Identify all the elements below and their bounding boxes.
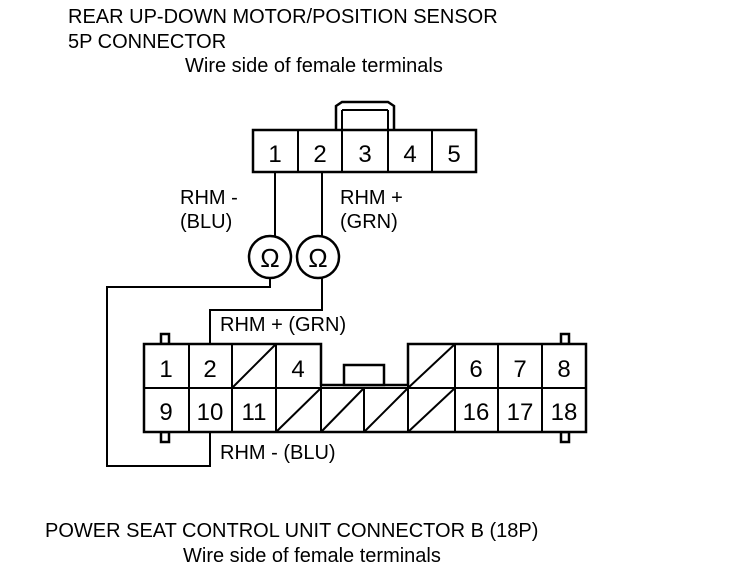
- bottom-pin-16: 16: [463, 399, 490, 426]
- five-pin-connector: 1 2 3 4 5: [251, 100, 478, 174]
- top-pin-3: 3: [358, 141, 371, 168]
- bottom-rhm-plus-label: RHM + (GRN): [220, 314, 346, 336]
- bottom-pin-9: 9: [159, 399, 172, 426]
- ohm-icon-right: Ω: [308, 243, 327, 273]
- bottom-pin-2: 2: [203, 356, 216, 383]
- ohmmeter-right: Ω: [295, 234, 341, 280]
- eighteen-pin-latch: [342, 363, 386, 387]
- rhm-minus-color-label: (BLU): [180, 211, 232, 233]
- top-connector-title-line2: 5P CONNECTOR: [68, 31, 226, 53]
- tab-top-left: [159, 332, 171, 346]
- top-pin-5: 5: [447, 141, 460, 168]
- rhm-minus-label: RHM -: [180, 187, 238, 209]
- top-pin-1: 1: [268, 141, 281, 168]
- top-connector-title-line1: REAR UP-DOWN MOTOR/POSITION SENSOR: [68, 6, 498, 28]
- unused-cell-slash: [275, 387, 322, 433]
- bottom-connector-title: POWER SEAT CONTROL UNIT CONNECTOR B (18P…: [45, 520, 538, 542]
- unused-cell-slash: [407, 387, 456, 433]
- bottom-pin-8: 8: [557, 356, 570, 383]
- rhm-plus-label: RHM +: [340, 187, 403, 209]
- ohm-icon-left: Ω: [260, 243, 279, 273]
- bottom-pin-10: 10: [197, 399, 224, 426]
- bottom-pin-7: 7: [513, 356, 526, 383]
- bottom-rhm-minus-label: RHM - (BLU): [220, 442, 336, 464]
- tab-bottom-right: [559, 430, 571, 444]
- rhm-plus-color-label: (GRN): [340, 211, 398, 233]
- bottom-pin-17: 17: [507, 399, 534, 426]
- top-pin-4: 4: [403, 141, 416, 168]
- eighteen-pin-connector: 1 2 4 6 7 8 9 10 11 16 17 18: [142, 332, 588, 444]
- unused-cell-slash: [231, 343, 277, 389]
- unused-cell-slash: [407, 343, 456, 389]
- wire-blu-to-pin10: [106, 278, 271, 467]
- five-pin-latch: [334, 100, 396, 130]
- five-pin-body: [251, 128, 478, 174]
- top-pin-2: 2: [313, 141, 326, 168]
- bottom-pin-11: 11: [242, 399, 267, 426]
- bottom-pin-4: 4: [291, 356, 304, 383]
- wire-grn-to-pin2: [209, 278, 323, 343]
- bottom-connector-subtitle: Wire side of female terminals: [183, 545, 441, 567]
- unused-cell-slash: [320, 387, 365, 433]
- top-connector-subtitle: Wire side of female terminals: [185, 55, 443, 77]
- bottom-pin-18: 18: [551, 399, 578, 426]
- unused-cell-slash: [363, 387, 409, 433]
- tab-bottom-left: [159, 430, 171, 444]
- tab-top-right: [559, 332, 571, 346]
- ohmmeter-left: Ω: [247, 234, 293, 280]
- bottom-pin-6: 6: [469, 356, 482, 383]
- bottom-pin-1: 1: [159, 356, 172, 383]
